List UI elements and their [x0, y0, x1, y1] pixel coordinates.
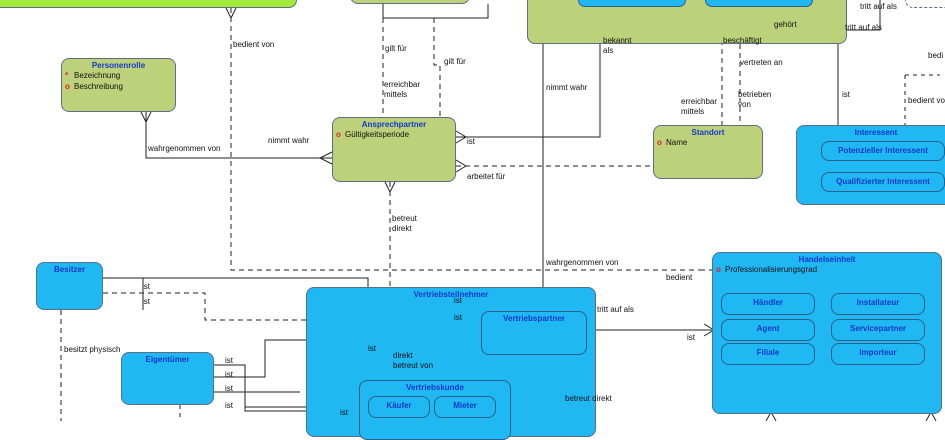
- rel-label-erreichbar-mittels: erreichbar mittels: [681, 97, 718, 116]
- connector-bedient-von: [230, 8, 700, 271]
- rel-label-ist: ist: [225, 356, 233, 365]
- entity-top-big[interactable]: [527, 0, 847, 44]
- entity-title: Personenrolle: [91, 61, 146, 70]
- rel-label-ist: ist: [454, 296, 462, 305]
- subtype-haendler[interactable]: Händler: [721, 293, 815, 315]
- rel-label-ist: ist: [225, 370, 233, 379]
- crowfoot: [384, 181, 396, 194]
- subtype-vertriebspartner[interactable]: Vertriebspartner: [481, 311, 587, 355]
- rel-label-bedient: bedient: [666, 273, 693, 282]
- entity-interessent[interactable]: Interessent Potenzieller Interessent Qua…: [796, 125, 945, 205]
- rel-label-wahrgenommen-von: wahrgenommen von: [148, 144, 221, 153]
- entity-title: Handelseinheit: [798, 255, 856, 264]
- rel-label-erreichbar-mittels: erreichbar mittels: [384, 80, 421, 99]
- crowfoot: [455, 130, 467, 144]
- rel-label-beschaeftigt: beschäftigt: [723, 36, 762, 45]
- rel-label-gilt-fuer: gilt für: [444, 57, 466, 66]
- crowfoot: [140, 111, 152, 124]
- subtype-servicepartner[interactable]: Servicepartner: [831, 319, 925, 341]
- entity-ansprechpartner[interactable]: Ansprechpartner Gültigkeitsperiode: [332, 117, 456, 182]
- subtype-qualifizierter-interessent[interactable]: Qualifizierter Interessent: [821, 172, 945, 192]
- rel-label-bedient-von: bedient von: [908, 96, 945, 105]
- rel-label-bedi: bedi: [928, 51, 944, 60]
- rel-label-nimmt-wahr: nimmt wahr: [546, 83, 588, 92]
- entity-vertriebsteilnehmer[interactable]: Vertriebsteilnehmer Vertriebspartner Ver…: [306, 287, 596, 440]
- attribute-professionalisierungsgrad: Professionalisierungsgrad: [716, 264, 941, 275]
- attribute-beschreibung: Beschreibung: [65, 81, 175, 92]
- entity-vertriebskunde[interactable]: Vertriebskunde Käufer Mieter: [359, 380, 511, 440]
- subtype-filiale[interactable]: Filiale: [721, 343, 815, 365]
- rel-label-ist: ist: [842, 90, 850, 99]
- rel-label-tritt-auf-als: tritt auf als: [597, 305, 634, 314]
- crowfoot: [455, 159, 467, 173]
- rel-label-ist: ist: [467, 137, 475, 146]
- entity-besitzer[interactable]: Besitzer: [36, 262, 103, 310]
- rel-label-ist: ist: [687, 333, 695, 342]
- rel-label-besitzt-physisch: besitzt physisch: [64, 345, 121, 354]
- subtype-kaeufer[interactable]: Käufer: [368, 396, 430, 418]
- entity-personenrolle[interactable]: Personenrolle Bezeichnung Beschreibung: [61, 58, 176, 112]
- rel-label-bedient-von: bedient von: [233, 40, 275, 49]
- attribute-name: Name: [657, 137, 762, 148]
- rel-label-gehoert: gehört: [774, 20, 797, 29]
- rel-label-arbeitet-fuer: arbeitet für: [467, 172, 506, 181]
- entity-top-left[interactable]: [0, 0, 297, 8]
- entity-title: Ansprechpartner: [361, 120, 427, 129]
- subtype-potenzieller-interessent[interactable]: Potenzieller Interessent: [821, 141, 945, 161]
- connector-ist: [456, 44, 601, 138]
- crowfoot: [225, 7, 237, 20]
- rel-label-betreut-direkt: betreut direkt: [565, 394, 612, 403]
- entity-title: Interessent: [854, 128, 898, 137]
- crowfoot: [318, 151, 333, 165]
- entity-title: Vertriebsteilnehmer: [413, 290, 489, 299]
- rel-label-bekannt-als: bekannt als: [603, 36, 632, 55]
- entity-title: Besitzer: [53, 265, 86, 274]
- connector-gilt-fuer-3: [433, 18, 441, 118]
- subtype-top-1[interactable]: [578, 0, 686, 7]
- entity-standort[interactable]: Standort Name: [653, 125, 763, 179]
- rel-label-ist: ist: [142, 282, 150, 291]
- rel-label-ist: ist: [368, 344, 376, 353]
- subtype-importeur[interactable]: Importeur: [831, 343, 925, 365]
- rel-label-gilt-fuer: gilt für: [385, 44, 407, 53]
- rel-label-betrieben-von: betrieben von: [738, 90, 772, 109]
- rel-label-vertreten-an: vertreten an: [740, 58, 783, 67]
- connector-gilt-fuer: [382, 4, 489, 19]
- entity-handelseinheit[interactable]: Handelseinheit Professionalisierungsgrad…: [712, 252, 942, 414]
- attribute-gueltigkeitsperiode: Gültigkeitsperiode: [336, 129, 455, 140]
- connector-eig-1: [214, 364, 358, 412]
- rel-label-betreut-direkt: betreut direkt: [392, 214, 417, 233]
- subtype-agent[interactable]: Agent: [721, 319, 815, 341]
- entity-top-mid[interactable]: [350, 0, 470, 4]
- entity-title: Vertriebskunde: [406, 383, 464, 392]
- rel-label-ist: ist: [454, 313, 462, 322]
- rel-label-direkt-betreut-von: direkt betreut von: [393, 351, 434, 370]
- connector-interessent: [845, 0, 881, 31]
- entity-title: Eigentümer: [145, 355, 190, 364]
- rel-label-nimmt-wahr: nimmt wahr: [268, 136, 310, 145]
- rel-label-ist: ist: [340, 408, 348, 417]
- entity-top-right[interactable]: [905, 0, 945, 8]
- subtype-top-2[interactable]: [705, 0, 813, 7]
- subtype-installateur[interactable]: Installateur: [831, 293, 925, 315]
- rel-label-tritt-auf-als: tritt auf als: [845, 23, 882, 32]
- attribute-bezeichnung: Bezeichnung: [65, 70, 175, 81]
- rel-label-ist: ist: [225, 401, 233, 410]
- entity-eigentuemer[interactable]: Eigentümer: [121, 352, 214, 405]
- rel-label-ist: ist: [142, 297, 150, 306]
- rel-label-tritt-auf-als: tritt auf als: [860, 2, 897, 11]
- entity-title: Standort: [691, 128, 725, 137]
- rel-label-wahrgenommen-von: wahrgenommen von: [546, 258, 619, 267]
- subtype-mieter[interactable]: Mieter: [434, 396, 496, 418]
- connector-wahrgenommen-von: [145, 112, 332, 159]
- rel-label-ist: ist: [225, 384, 233, 393]
